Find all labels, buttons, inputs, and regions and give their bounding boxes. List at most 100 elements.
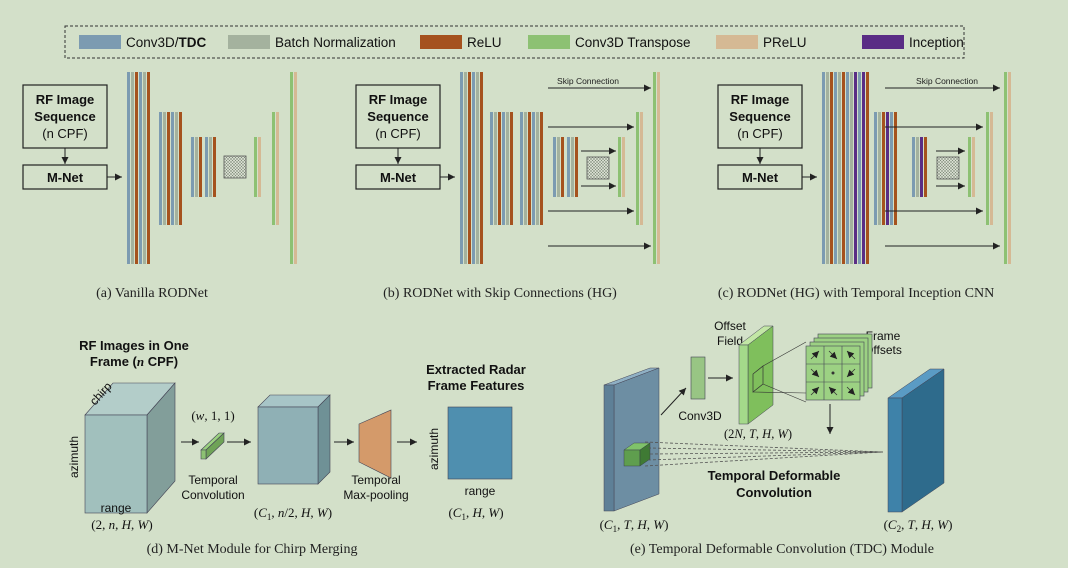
conv-layer: [502, 112, 505, 225]
dims-mid: (C1, n/2, H, W): [254, 505, 332, 522]
input-box-line3: (n CPF): [737, 126, 783, 141]
tconv-layer: [968, 137, 971, 197]
layer-group: [1004, 72, 1011, 264]
conv3d-block: [690, 356, 706, 400]
conv-layer: [874, 112, 877, 225]
conv-layer: [191, 137, 194, 197]
prelu-layer: [294, 72, 297, 264]
layer-group: [567, 137, 578, 197]
layer-group: [191, 137, 202, 197]
bn-layer: [506, 112, 509, 225]
skip-connection-label: Skip Connection: [916, 76, 978, 86]
input-box-line1: RF Image: [731, 92, 790, 107]
conv-layer: [834, 72, 837, 264]
conv-layer: [520, 112, 523, 225]
legend-label: Conv3D/TDC: [126, 35, 207, 50]
legend-item: Inception: [862, 35, 964, 50]
tconv-layer: [1004, 72, 1007, 264]
input-box-line3: (n CPF): [42, 126, 88, 141]
legend-swatch: [716, 35, 758, 49]
mnet-box: [355, 164, 441, 190]
input-box: [355, 84, 441, 149]
azimuth-label: azimuth: [67, 436, 81, 478]
offset-field-slab: [738, 325, 774, 425]
conv-layer: [890, 112, 893, 225]
max-pool-shape: [358, 409, 392, 479]
legend-label: PReLU: [763, 35, 807, 50]
frame-offset-grids: [805, 333, 873, 401]
input-feature-slab: [603, 367, 660, 512]
layer-group: [127, 72, 150, 264]
panel-a: RF Image Sequence (n CPF) M-Net (a) Vani…: [22, 72, 297, 301]
conv-layer: [472, 72, 475, 264]
legend-item: ReLU: [420, 35, 502, 50]
caption-c: (c) RODNet (HG) with Temporal Inception …: [718, 286, 994, 301]
conv-layer: [858, 72, 861, 264]
layer-group: [636, 112, 643, 225]
legend-item: Conv3D Transpose: [528, 35, 691, 50]
zoom-line-mid: [752, 391, 807, 394]
layer-group: [205, 137, 216, 197]
layer-group: [968, 137, 975, 197]
relu-layer: [498, 112, 501, 225]
bn-layer: [464, 72, 467, 264]
bn-layer: [209, 137, 212, 197]
inc-layer: [920, 137, 923, 197]
tconv-layer: [618, 137, 621, 197]
zoom-line-bottom: [762, 383, 807, 403]
prelu-layer: [622, 137, 625, 197]
bn-layer: [163, 112, 166, 225]
conv-layer: [912, 137, 915, 197]
output-feature-slab: [887, 368, 945, 513]
offset-arrow: [810, 350, 820, 360]
relu-layer: [468, 72, 471, 264]
output-title-line2: Frame Features: [428, 378, 525, 393]
network-layers: [127, 72, 297, 264]
conv-layer: [553, 137, 556, 197]
offset-arrow: [828, 386, 838, 396]
layer-group: [254, 137, 261, 197]
kernel-size: (w, 1, 1): [191, 408, 234, 423]
relu-layer: [480, 72, 483, 264]
input-cube: [84, 382, 176, 514]
bn-layer: [476, 72, 479, 264]
conv-layer: [159, 112, 162, 225]
conv-layer: [460, 72, 463, 264]
bn-layer: [571, 137, 574, 197]
mnet-label: M-Net: [47, 170, 84, 185]
pool-label-line2: Max-pooling: [343, 488, 408, 502]
sampling-ray: [647, 451, 884, 461]
dims-out: (C1, H, W): [448, 505, 503, 522]
mnet-box: [717, 164, 803, 190]
conv-layer: [567, 137, 570, 197]
network-layers: [460, 72, 660, 264]
legend-label: Inception: [909, 35, 964, 50]
layer-group: [520, 112, 543, 225]
relu-layer: [510, 112, 513, 225]
relu-layer: [575, 137, 578, 197]
conv-label-line2: Convolution: [181, 488, 244, 502]
conv-layer: [846, 72, 849, 264]
layer-group: [618, 137, 625, 197]
panel-b: RF Image Sequence (n CPF) M-Net Skip Con…: [355, 72, 660, 301]
dims-in: (C1, T, H, W): [600, 517, 669, 534]
legend-border: [64, 25, 965, 59]
bn-layer: [850, 72, 853, 264]
input-box-line2: Sequence: [729, 109, 790, 124]
offset-arrow: [846, 368, 856, 378]
caption-b: (b) RODNet with Skip Connections (HG): [383, 286, 617, 301]
bn-layer: [494, 112, 497, 225]
tconv-layer: [986, 112, 989, 225]
layer-group: [490, 112, 513, 225]
layer-group: [986, 112, 993, 225]
sampling-ray: [647, 447, 884, 453]
layer-group: [912, 137, 927, 197]
bottleneck-block: [223, 155, 247, 179]
sampling-kernel: [623, 442, 651, 467]
arrow-to-conv3d: [660, 387, 687, 416]
input-box-line2: Sequence: [34, 109, 95, 124]
bn-layer: [175, 112, 178, 225]
legend-swatch: [528, 35, 570, 49]
legend-item: Conv3D/TDC: [79, 35, 207, 50]
range-out-label: range: [465, 484, 496, 498]
